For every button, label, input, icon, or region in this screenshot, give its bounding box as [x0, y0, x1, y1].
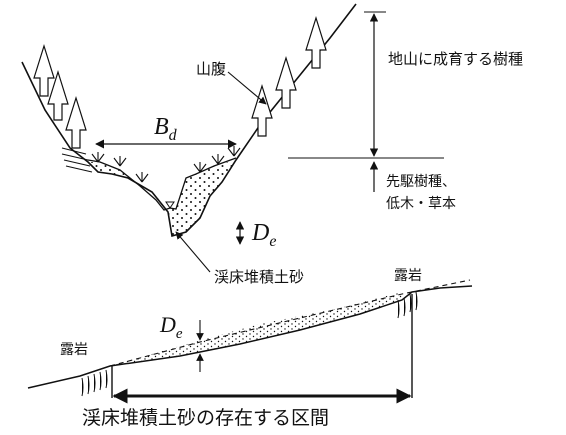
- label-rock-right: 露岩: [394, 268, 422, 284]
- label-trees-ground: 地山に成育する樹種: [388, 50, 523, 68]
- sediment-surface: [87, 157, 237, 211]
- pioneer-shrubs: [91, 146, 241, 183]
- de-long-label: De: [159, 312, 183, 342]
- label-sanpuku: 山腹: [196, 60, 226, 78]
- trees-left-slope: [33, 43, 87, 149]
- rock-hatch-left-bank: [61, 147, 93, 173]
- de-cross-label: De: [251, 220, 276, 250]
- cross-section: Bd 山腹 地山に成育する樹種 先駆樹種、 低木・草本 De 渓床堆積土砂: [21, 3, 523, 286]
- sediment-leader: [175, 231, 211, 273]
- water-level-mark: [165, 201, 175, 209]
- sediment-deposit: [88, 160, 236, 236]
- label-pioneer-line2: 低木・草本: [386, 196, 456, 212]
- rock-outcrop-right: [397, 291, 418, 319]
- bd-label: Bd: [154, 114, 178, 144]
- longitudinal-section: 露岩 露岩 De 渓床堆積土砂の存在する区間: [27, 268, 473, 429]
- label-pioneer-line1: 先駆樹種、: [386, 174, 456, 190]
- rock-outcrop-left: [81, 369, 108, 397]
- sediment-wedge: [110, 292, 402, 366]
- label-rock-left: 露岩: [60, 342, 88, 358]
- label-interval: 渓床堆積土砂の存在する区間: [82, 407, 329, 429]
- label-sediment: 渓床堆積土砂: [214, 268, 304, 286]
- trees-right-slope: [251, 15, 327, 137]
- sanpuku-leader: [227, 71, 267, 105]
